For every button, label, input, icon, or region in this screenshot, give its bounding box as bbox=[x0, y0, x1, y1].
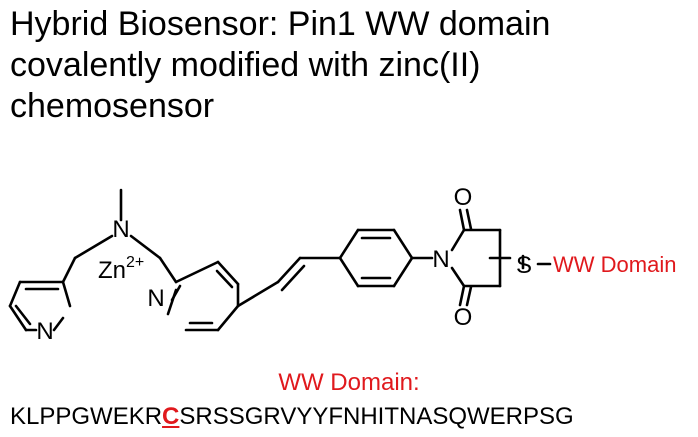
bottom-oxygen: O bbox=[454, 304, 473, 331]
benzene-ring bbox=[338, 228, 434, 288]
title-line-1: Hybrid Biosensor: Pin1 WW domain bbox=[10, 5, 551, 43]
left-pyridine-nitrogen: N bbox=[36, 318, 53, 345]
ww-domain-attachment-label: WW Domain bbox=[553, 252, 676, 277]
title-line-2: covalently modified with zinc(II) bbox=[10, 46, 481, 84]
amine-nitrogen: N bbox=[112, 216, 129, 243]
sequence-before: KLPPGWEKR bbox=[10, 403, 163, 430]
sequence-highlight-cysteine: C bbox=[162, 403, 180, 430]
ww-domain-sequence: KLPPGWEKRCSRSSGRVYYFNHITNASQWERPSG bbox=[10, 403, 574, 431]
sequence-after: SRSSGRVYYFNHITNASQWERPSG bbox=[179, 403, 574, 430]
sulfur-atom: S bbox=[516, 252, 532, 279]
figure-title: Hybrid Biosensor: Pin1 WW domain covalen… bbox=[10, 4, 690, 127]
left-pyridine-ring bbox=[8, 280, 72, 332]
vinyl-linker bbox=[236, 256, 342, 308]
right-pyridine-ring bbox=[166, 260, 240, 332]
succinimide-ring bbox=[450, 208, 552, 307]
zinc-ion: Zn2+ bbox=[98, 254, 144, 284]
title-line-3: chemosensor bbox=[10, 87, 215, 125]
right-pyridine-nitrogen: N bbox=[147, 285, 164, 312]
imide-nitrogen: N bbox=[432, 246, 449, 273]
sequence-label: WW Domain: bbox=[278, 369, 420, 396]
amine-bonds bbox=[61, 188, 178, 284]
top-oxygen: O bbox=[454, 184, 473, 211]
